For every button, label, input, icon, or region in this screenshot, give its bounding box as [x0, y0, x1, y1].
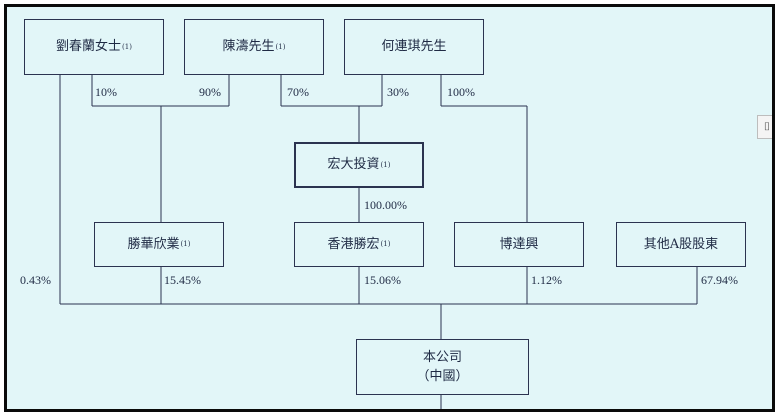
note-marker: (1) [275, 42, 286, 51]
node-chen-tao-label: 陳濤先生 [222, 39, 275, 55]
node-shenghua-xinye-label: 勝華欣業 [127, 236, 180, 252]
pct-he-to-bodaxing: 100% [447, 85, 475, 99]
note-marker: (1) [380, 160, 391, 169]
node-hk-shenghong: 香港勝宏(1) [294, 222, 424, 267]
node-hk-shenghong-label: 香港勝宏 [327, 236, 380, 252]
node-liu-chunlan: 劉春蘭女士(1) [24, 19, 164, 75]
node-bodaxing: 博達興 [454, 222, 584, 267]
ownership-chart-frame: 劉春蘭女士(1) 陳濤先生(1) 何連琪先生 宏大投資(1) 勝華欣業(1) 香… [4, 4, 775, 412]
node-company-sublabel: （中國） [416, 369, 469, 384]
pct-shenghua-to-company: 15.45% [164, 273, 201, 287]
pct-others-to-company: 67.94% [701, 273, 738, 287]
pct-liu-to-shenghua: 10% [95, 85, 117, 99]
pct-chen-to-shenghua: 90% [199, 85, 221, 99]
pct-chen-to-hongda: 70% [287, 85, 309, 99]
node-he-lianqi: 何連琪先生 [344, 19, 484, 75]
node-chen-tao: 陳濤先生(1) [184, 19, 324, 75]
node-shenghua-xinye: 勝華欣業(1) [94, 222, 224, 267]
node-he-lianqi-label: 何連琪先生 [381, 39, 447, 55]
node-company: 本公司 （中國） [356, 339, 529, 395]
pct-bodaxing-to-company: 1.12% [531, 273, 562, 287]
node-bodaxing-label: 博達興 [499, 236, 539, 252]
note-marker: (1) [122, 42, 132, 51]
pct-hk-to-company: 15.06% [364, 273, 401, 287]
connector-lines [59, 74, 698, 409]
pct-liu-to-company: 0.43% [20, 273, 51, 287]
node-other-a-shareholders-label: 其他A股股東 [643, 236, 719, 252]
node-hongda-investment-label: 宏大投資 [327, 157, 380, 173]
node-other-a-shareholders: 其他A股股東 [616, 222, 746, 267]
pct-he-to-hongda: 30% [387, 85, 409, 99]
node-hongda-investment: 宏大投資(1) [294, 142, 424, 188]
side-tab-button[interactable]: ⌷ [757, 115, 772, 139]
pct-hongda-to-hk: 100.00% [364, 198, 407, 212]
node-liu-chunlan-label: 劉春蘭女士 [56, 39, 122, 55]
note-marker: (1) [180, 240, 191, 249]
bracket-icon: ⌷ [763, 120, 771, 133]
node-company-label: 本公司 [422, 349, 462, 365]
note-marker: (1) [380, 240, 391, 249]
